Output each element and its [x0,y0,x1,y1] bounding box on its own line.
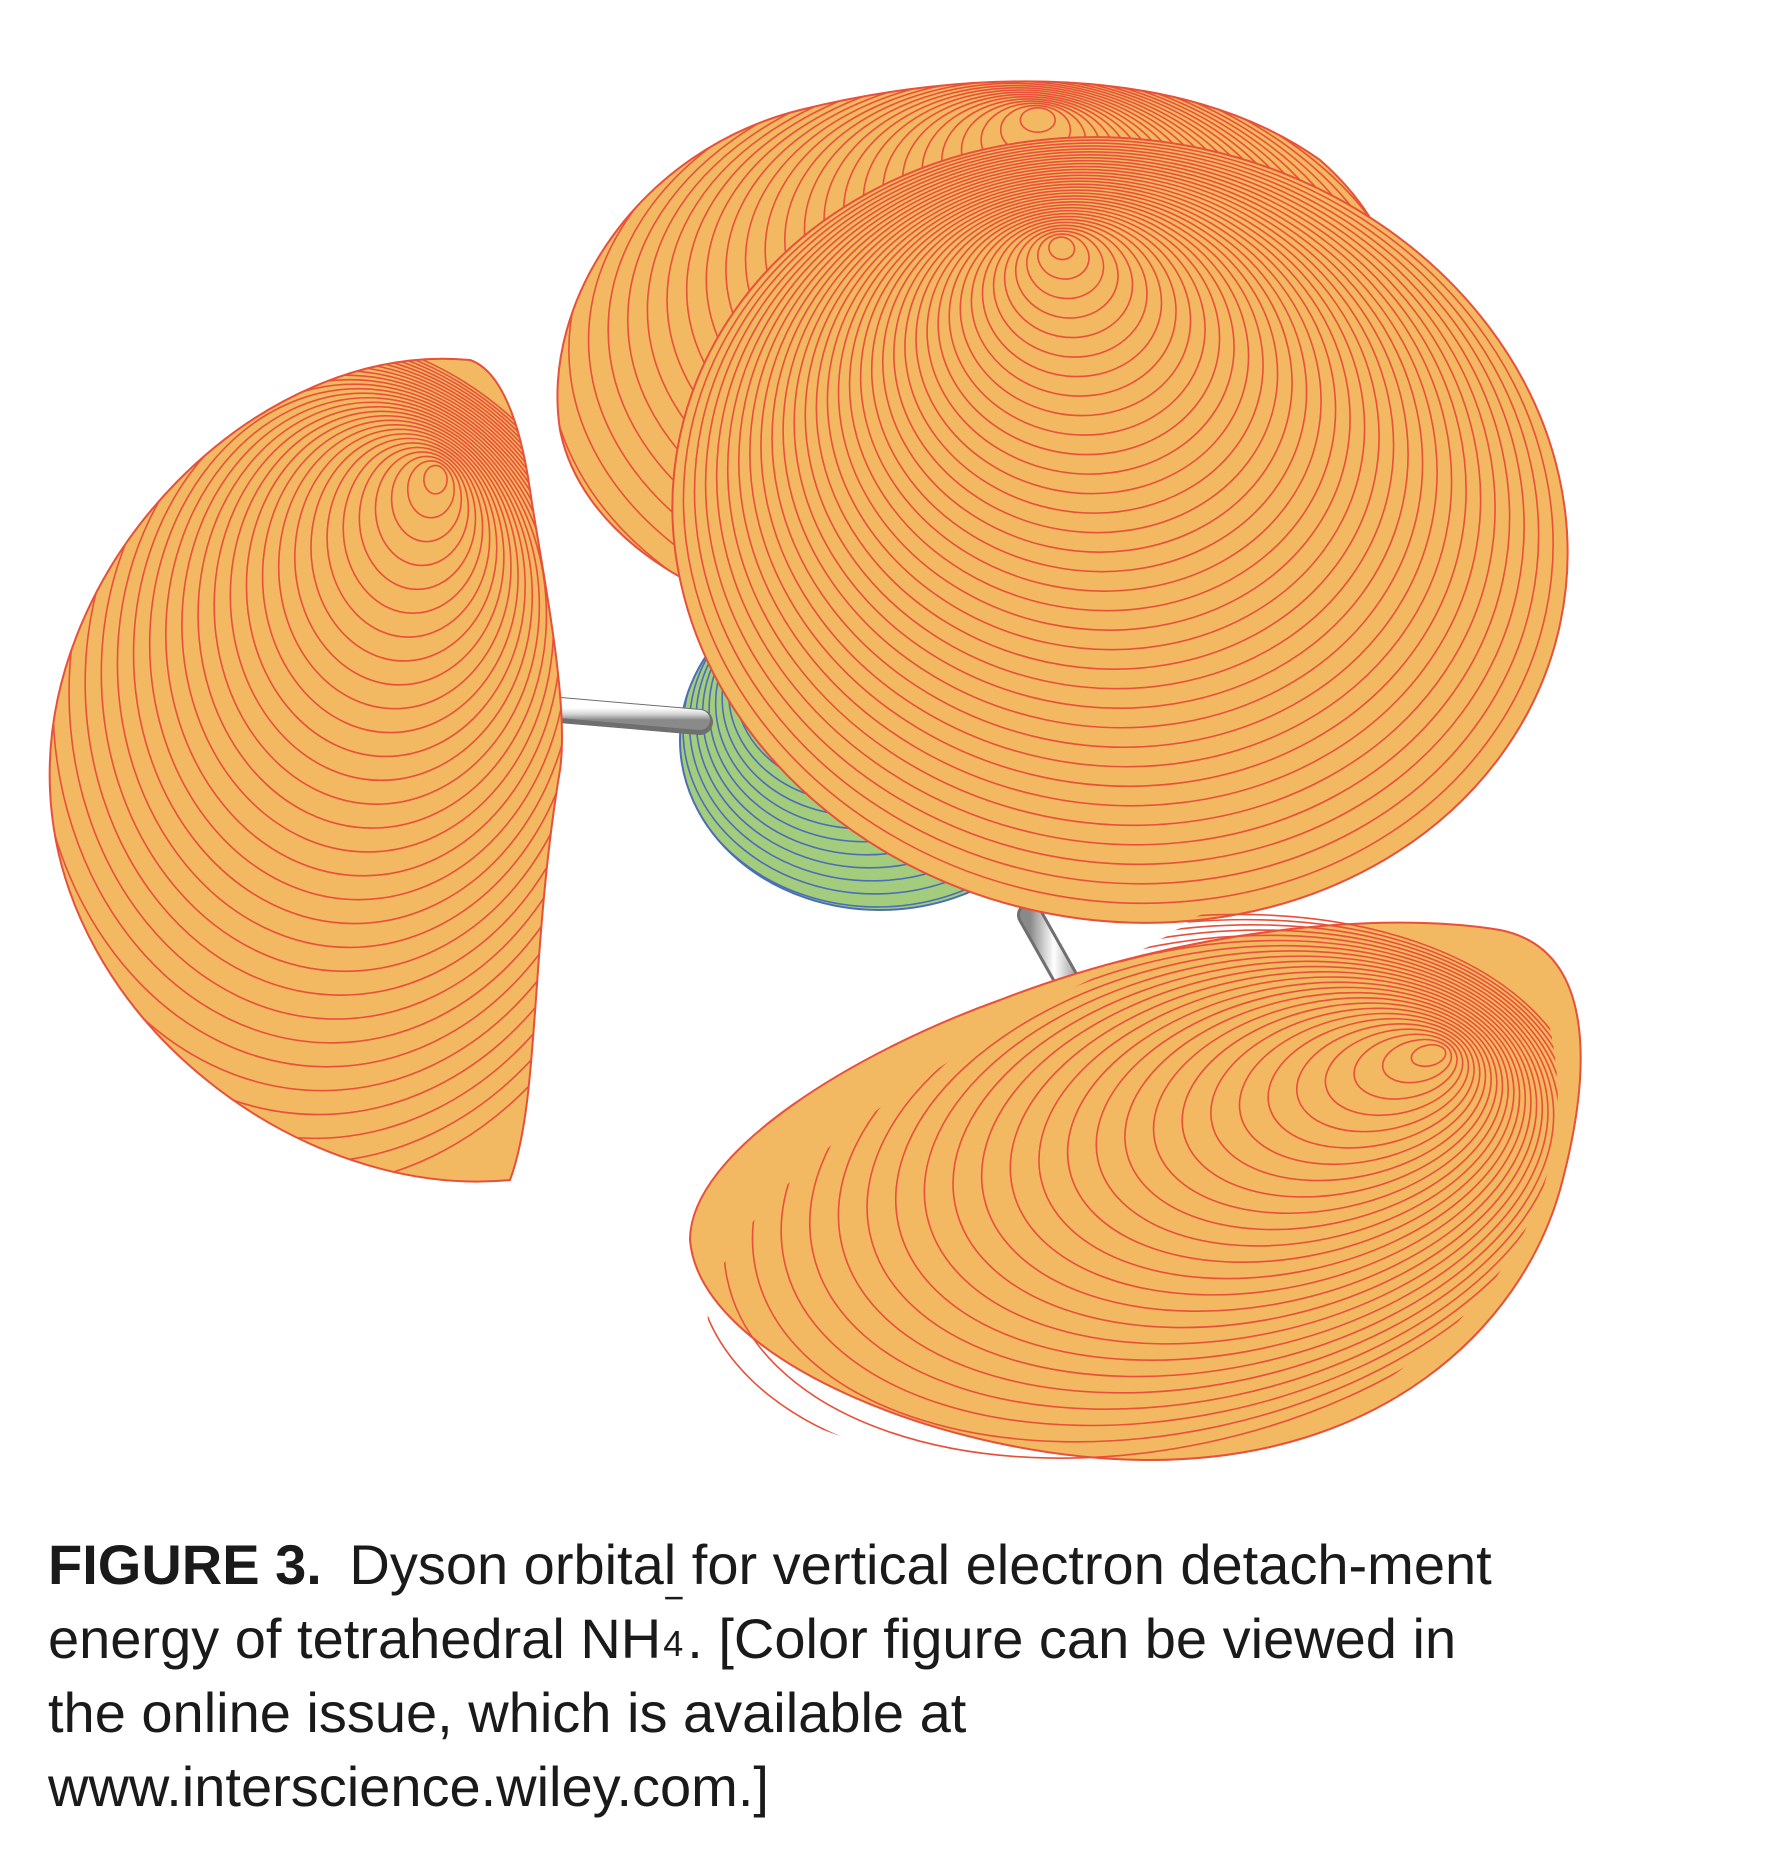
contour-ring [970,215,1177,397]
contour-ring [1066,981,1515,1264]
contour-ring [866,944,1555,1378]
contour-ring [715,148,1511,846]
contour-ring [49,358,563,1140]
contour-ring [693,142,1540,885]
figure-caption: FIGURE 3. Dyson orbital for vertical ele… [48,1528,1548,1824]
contour-ring [894,950,1549,1361]
contour-ring [726,151,1496,827]
contour-ring [1324,1028,1464,1117]
contour-ring [277,424,512,710]
contour-ring [837,939,1561,1394]
contour-ring [760,159,1453,768]
contour-ring [992,221,1148,358]
contour-ring [882,192,1293,553]
contour-ring [406,460,455,519]
formula-base: NH [580,1607,662,1670]
contour-ring [1410,1043,1447,1068]
contour-ring [771,162,1438,749]
contour-ring [904,198,1264,514]
contour-ring [326,437,491,638]
formula-subscript: 4 [663,1623,684,1664]
contour-ring [837,180,1351,631]
contour-ring [826,177,1366,651]
contour-ring [848,183,1337,612]
contour-ring [229,410,534,782]
contour-ring [1267,1017,1475,1149]
contour-ring [980,965,1532,1313]
contour-ring [100,374,563,973]
contour-ring [749,156,1467,788]
orbital-lobe-bottom-right [688,913,1589,1476]
contour-ring [1381,1038,1453,1084]
contour-ring [1295,1023,1470,1133]
contour-ring [374,451,470,567]
contour-ring [815,174,1380,670]
contour-ring [1014,227,1119,319]
contour-ring [148,387,563,901]
orbital-lobe-left [48,357,563,1183]
contour-ring [49,358,563,1116]
contour-ring [197,401,548,829]
contour-ring [981,218,1163,378]
contour-ring [1095,986,1509,1247]
contour-ring [132,383,563,925]
contour-ring [1210,1007,1487,1182]
contour-ring [1025,230,1105,300]
contour-ring [1353,1033,1458,1100]
lobe-top-front-contours [682,139,1554,905]
contour-ring [704,145,1525,866]
contour-ring [948,209,1206,436]
caption-text-part-1: Dyson orbital for vertical electron deta… [48,1533,1492,1670]
chemical-formula: NH− 4 [580,1580,687,1671]
contour-ring [1037,233,1090,280]
contour-ring [870,189,1308,573]
contour-ring [1048,236,1076,261]
contour-ring [245,415,526,758]
contour-ring [358,446,477,591]
contour-ring [423,464,448,495]
contour-ring [738,154,1482,807]
caption-text-part-2: . [Color figure can be viewed in the onl… [48,1607,1457,1818]
contour-ring [213,405,541,805]
contour-ring [804,171,1395,690]
contour-ring [568,81,1400,621]
formula-superscript: − [663,1577,685,1618]
contour-ring [294,428,505,686]
contour-ring [682,139,1554,905]
contour-ring [1238,1012,1481,1166]
contour-ring [310,433,498,662]
figure-label: FIGURE 3. [48,1533,322,1596]
orbital-lobe-top-front [671,136,1569,924]
contour-ring [1181,1002,1492,1198]
contour-ring [116,378,563,949]
contour-ring [793,168,1409,709]
contour-ring [959,212,1192,417]
contour-ring [1003,224,1134,339]
contour-ring [915,201,1250,495]
dyson-orbital-rendering [48,80,1589,1476]
contour-ring [1124,991,1504,1231]
contour-ring [926,203,1235,475]
contour-ring [1009,970,1527,1296]
n-h-bond-left [547,697,713,735]
contour-ring [923,955,1544,1345]
contour-ring [893,195,1279,534]
contour-ring [342,442,484,615]
contour-ring [859,186,1322,592]
contour-ring [49,358,563,1092]
contour-ring [1038,976,1521,1280]
contour-ring [390,455,463,543]
contour-ring [1152,997,1498,1215]
contour-ring [49,358,563,1068]
contour-ring [952,960,1538,1329]
contour-ring [782,165,1424,729]
contour-ring [1019,106,1056,134]
contour-ring [261,419,519,734]
contour-ring [937,206,1221,456]
